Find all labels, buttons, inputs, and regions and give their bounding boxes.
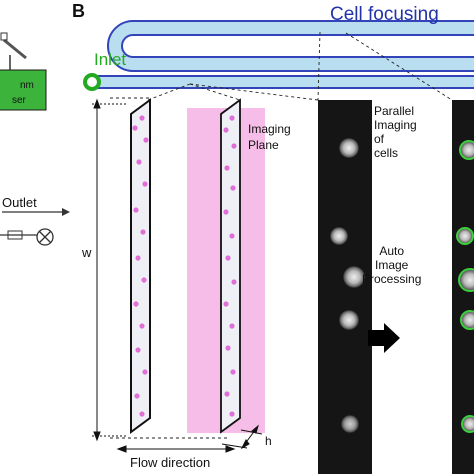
width-label: w — [82, 245, 92, 260]
cell-image — [339, 310, 359, 330]
inlet-port — [83, 73, 101, 91]
segmented-cell — [458, 268, 474, 292]
cell-image — [341, 415, 359, 433]
laser-label-line2: ser — [12, 95, 26, 106]
segmented-cell — [456, 227, 474, 245]
auto-processing-label: Auto Image Processing — [362, 244, 422, 286]
outlet-assembly — [0, 208, 70, 246]
inlet-label: Inlet — [94, 50, 127, 69]
segmented-cell — [459, 140, 474, 160]
laser-box — [0, 69, 47, 111]
cell-image — [339, 138, 359, 158]
outlet-label: Outlet — [2, 195, 37, 210]
focusing-channel — [83, 20, 474, 91]
micrograph-processed — [452, 100, 474, 474]
cells-right — [223, 115, 237, 417]
processing-arrow-icon — [368, 323, 400, 353]
channel-cross-section — [130, 98, 241, 434]
imaging-plane-label: Imaging Plane — [248, 122, 291, 152]
cell-focusing-title: Cell focusing — [330, 4, 439, 25]
width-dimension — [92, 98, 128, 442]
height-label: h — [265, 434, 272, 448]
segmented-cell — [460, 310, 474, 330]
parallel-imaging-label: Parallel Imaging of cells — [374, 104, 417, 160]
cell-image — [330, 227, 348, 245]
cell-image — [343, 266, 365, 288]
laser-label-line1: nm — [20, 80, 34, 91]
segmented-cell — [461, 415, 474, 433]
micrograph-raw — [318, 100, 372, 474]
height-dimension — [221, 424, 263, 450]
cells-left — [132, 115, 149, 417]
laser-setup — [0, 32, 47, 111]
panel-letter: B — [72, 1, 85, 21]
zoom-lines — [110, 31, 453, 439]
flow-direction-label: Flow direction — [130, 455, 211, 470]
flow-arrow — [116, 445, 236, 453]
